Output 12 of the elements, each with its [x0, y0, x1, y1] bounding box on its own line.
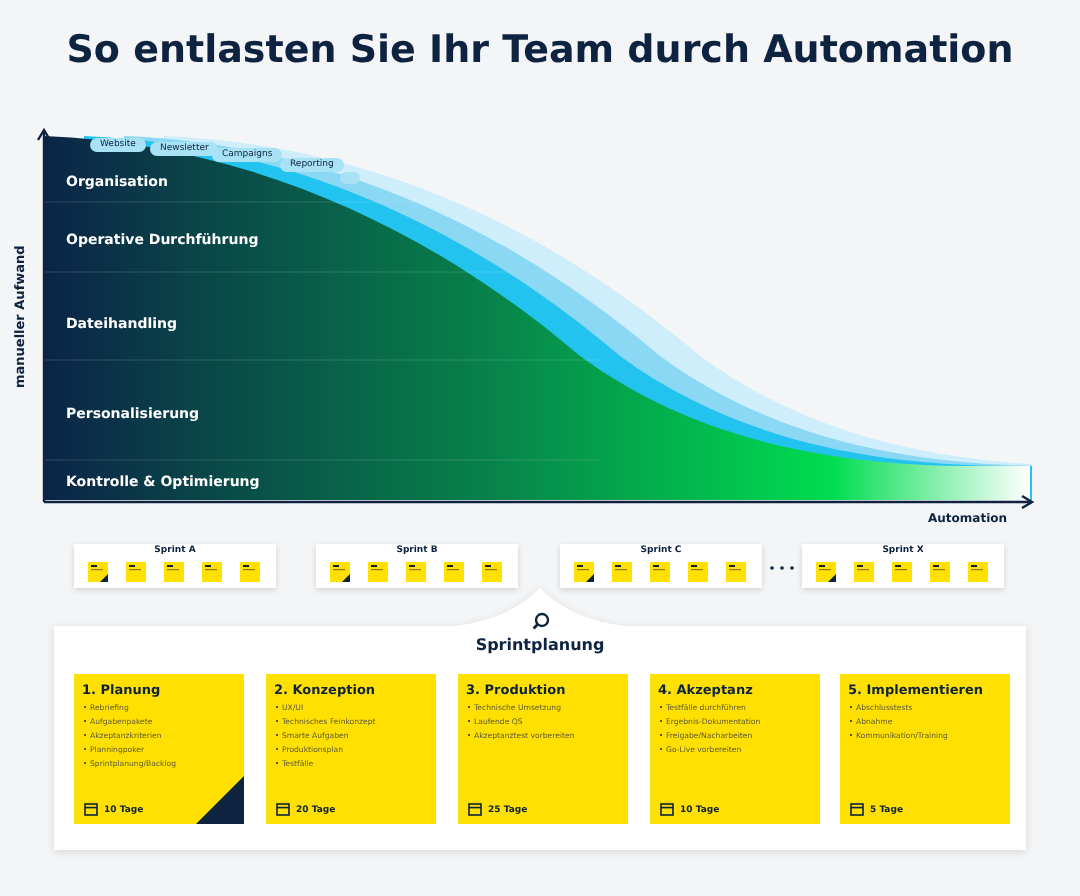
sprint-board	[316, 544, 518, 588]
sprint-board	[560, 544, 762, 588]
panel-title: Sprintplanung	[473, 636, 607, 654]
phase-card	[840, 674, 1010, 824]
sprint-board	[802, 544, 1004, 588]
planning-panel	[54, 588, 1026, 850]
title: So entlasten Sie Ihr Team durch Automation	[64, 28, 1016, 72]
sprint-board	[74, 544, 276, 588]
phase-card	[650, 674, 820, 824]
phase-card	[458, 674, 628, 824]
phase-card	[74, 674, 244, 824]
phase-card	[266, 674, 436, 824]
